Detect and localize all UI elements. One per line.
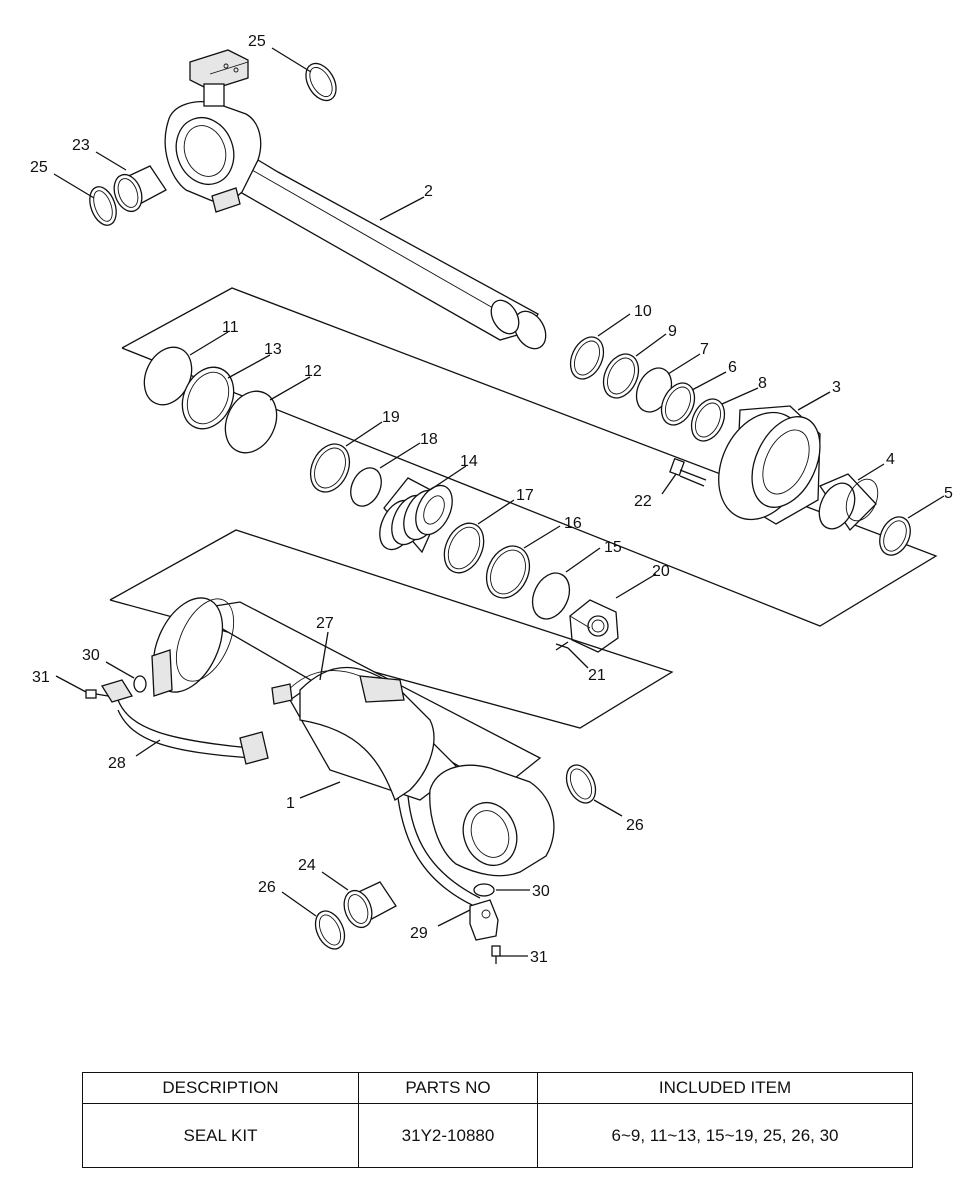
callout-5: 5 xyxy=(944,485,953,502)
bushing-23 xyxy=(113,165,167,213)
pipe-29 xyxy=(397,795,499,941)
callout-23: 23 xyxy=(72,137,90,154)
callout-13: 13 xyxy=(264,341,282,358)
pipe-28 xyxy=(100,679,269,765)
cylinder-tube-1 xyxy=(151,597,555,877)
callout-6: 6 xyxy=(728,359,737,376)
exploded-parts-diagram: 25 23 25 2 11 13 12 10 9 7 6 8 3 19 18 1… xyxy=(30,33,953,966)
callout-25: 25 xyxy=(30,159,48,176)
bushing-24 xyxy=(343,881,397,929)
callout-8: 8 xyxy=(758,375,767,392)
callout-17: 17 xyxy=(516,487,534,504)
dust-seal-25-right xyxy=(305,62,337,102)
callout-labels: 25 23 25 2 11 13 12 10 9 7 6 8 3 19 18 1… xyxy=(30,33,953,966)
bolt-31-left xyxy=(85,689,109,699)
table-row: SEAL KIT 31Y2-10880 6~9, 11~13, 15~19, 2… xyxy=(82,1103,913,1168)
callout-26: 26 xyxy=(626,817,644,834)
callout-1: 1 xyxy=(286,795,295,812)
callout-16: 16 xyxy=(564,515,582,532)
callout-4: 4 xyxy=(886,451,895,468)
cell-parts-no: 31Y2-10880 xyxy=(358,1103,538,1168)
callout-19: 19 xyxy=(382,409,400,426)
callout-30: 30 xyxy=(82,647,100,664)
cell-description: SEAL KIT xyxy=(82,1103,359,1168)
callout-27: 27 xyxy=(316,615,334,632)
callout-31: 31 xyxy=(530,949,548,966)
leader-lines xyxy=(53,47,945,957)
seal-kit-table: DESCRIPTION PARTS NO INCLUDED ITEM SEAL … xyxy=(82,1072,913,1168)
callout-30: 30 xyxy=(532,883,550,900)
callout-3: 3 xyxy=(832,379,841,396)
callout-29: 29 xyxy=(410,925,428,942)
cell-included-item: 6~9, 11~13, 15~19, 25, 26, 30 xyxy=(537,1103,913,1168)
callout-26: 26 xyxy=(258,879,276,896)
callout-9: 9 xyxy=(668,323,677,340)
callout-20: 20 xyxy=(652,563,670,580)
bolt-31-bottom xyxy=(491,945,501,964)
callout-25: 25 xyxy=(248,33,266,50)
set-screw-21 xyxy=(555,641,569,651)
callout-11: 11 xyxy=(222,319,239,336)
header-included-item: INCLUDED ITEM xyxy=(537,1072,913,1104)
callout-7: 7 xyxy=(700,341,709,358)
rod-cover-3 xyxy=(718,405,821,525)
callout-2: 2 xyxy=(424,183,433,200)
header-parts-no: PARTS NO xyxy=(358,1072,538,1104)
bushing-4 xyxy=(818,473,879,532)
callout-12: 12 xyxy=(304,363,322,380)
callout-18: 18 xyxy=(420,431,438,448)
callout-10: 10 xyxy=(634,303,652,320)
callout-28: 28 xyxy=(108,755,126,772)
callout-31: 31 xyxy=(32,669,50,686)
bolt-22 xyxy=(669,457,707,487)
callout-15: 15 xyxy=(604,539,622,556)
callout-22: 22 xyxy=(634,493,652,510)
table-header-row: DESCRIPTION PARTS NO INCLUDED ITEM xyxy=(82,1072,913,1104)
callout-14: 14 xyxy=(460,453,478,470)
callout-21: 21 xyxy=(588,667,606,684)
piston-rod-assembly xyxy=(164,49,547,350)
callout-24: 24 xyxy=(298,857,316,874)
dust-seal-25-left xyxy=(89,186,117,226)
lock-nut-20 xyxy=(569,599,619,653)
piston-14 xyxy=(379,477,453,554)
header-description: DESCRIPTION xyxy=(82,1072,359,1104)
